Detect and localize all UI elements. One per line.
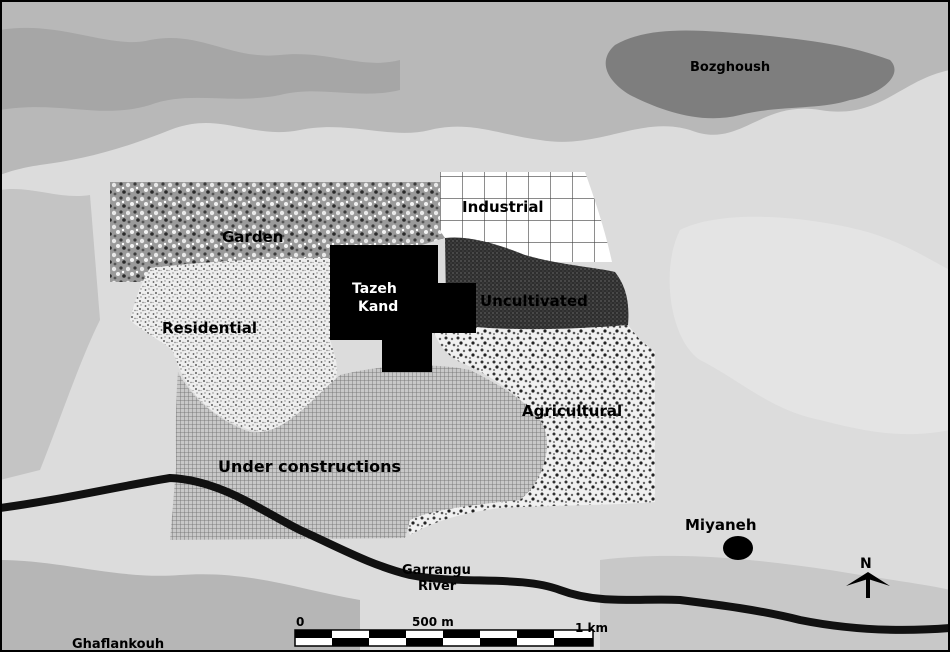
terrain-bozghoush-highland [605, 30, 895, 119]
label-agricultural: Agricultural [522, 402, 622, 420]
garrangu-river [0, 473, 950, 634]
label-tazeh-line1: Tazeh [352, 281, 397, 297]
landuse-industrial [440, 172, 612, 262]
terrain-west [0, 188, 100, 480]
label-ghaflankouh: Ghaflankouh [72, 637, 164, 652]
label-north: N [860, 556, 872, 572]
label-river-line2: River [418, 579, 457, 594]
label-tazeh-line2: Kand [358, 299, 398, 315]
tazeh-kand-block [330, 245, 476, 372]
terrain-north-patches [0, 27, 400, 111]
scale-label-500m: 500 m [412, 615, 454, 629]
scale-label-0: 0 [296, 615, 304, 629]
label-residential: Residential [162, 319, 257, 337]
label-miyaneh: Miyaneh [685, 516, 757, 534]
terrain-south [0, 560, 360, 652]
label-garden: Garden [222, 228, 283, 246]
landuse-residential [130, 258, 338, 433]
north-arrow-icon [846, 572, 890, 598]
label-industrial: Industrial [462, 198, 544, 216]
label-uncultivated: Uncultivated [480, 292, 588, 310]
landuse-under-construction [170, 365, 548, 540]
label-river-line1: Garrangu [402, 563, 471, 578]
scale-bar [294, 629, 594, 647]
label-bozghoush: Bozghoush [690, 60, 770, 75]
city-dot-icon [723, 536, 753, 560]
landuse-garden [110, 182, 445, 282]
landuse-uncultivated [445, 237, 629, 332]
scale-label-1km: 1 km [575, 621, 608, 635]
terrain-east [669, 216, 950, 435]
label-under-construction: Under constructions [218, 457, 401, 476]
